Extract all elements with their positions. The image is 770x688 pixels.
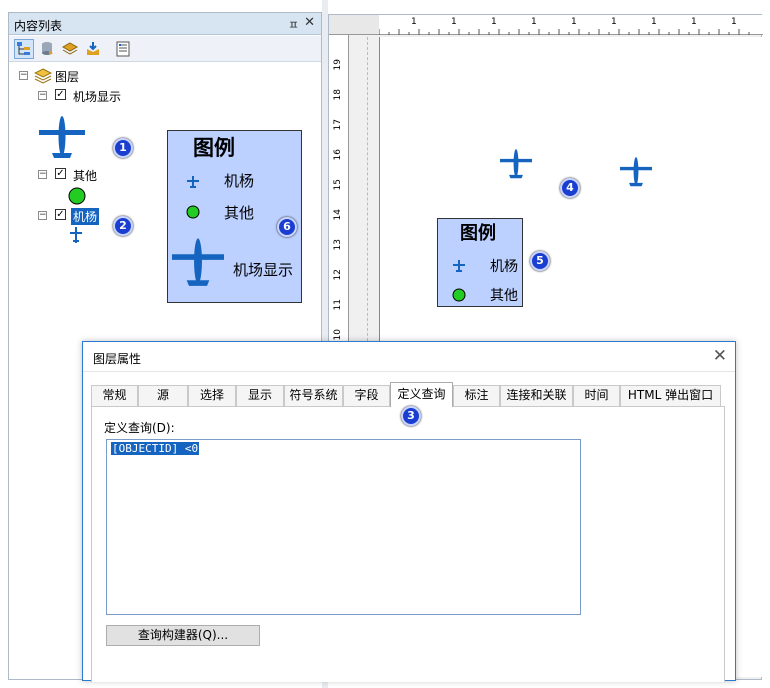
ruler-tick-label: 1 (611, 17, 617, 27)
legend-label: 机杨 (224, 172, 255, 190)
collapse-icon[interactable]: − (38, 169, 47, 179)
ruler-tick-label: 17 (333, 119, 343, 131)
layers-icon (33, 68, 53, 87)
dialog-title-bar[interactable]: 图层属性 ✕ (83, 342, 735, 372)
dialog-tabs: 常规 源 选择 显示 符号系统 字段 定义查询 标注 连接和关联 时间 HTML… (91, 382, 723, 407)
toc-tree: − 图层 − ✓ 机场显示 1 − ✓ 其他 − ✓ 机杨 2 图例 (9, 63, 321, 679)
green-circle-symbol (67, 186, 87, 209)
ruler-tick-label: 1 (411, 17, 417, 27)
legend-title: 图例 (460, 223, 496, 244)
definition-query-textarea[interactable]: [OBJECTID] <0 (106, 439, 581, 615)
legend-title: 图例 (193, 135, 235, 160)
small-airplane-icon (69, 226, 83, 247)
dialog-title: 图层属性 (93, 352, 142, 366)
tab-general[interactable]: 常规 (91, 385, 138, 406)
list-by-source-icon[interactable] (37, 39, 57, 59)
legend-box-toc: 图例 机杨 其他 机场显示 (167, 130, 302, 303)
list-by-drawing-order-icon[interactable] (14, 39, 34, 59)
callout-badge-6: 6 (277, 217, 297, 237)
airplane-icon (169, 235, 227, 290)
ruler-tick-label: 10 (333, 329, 343, 341)
horizontal-ruler: 1 1 1 1 1 1 1 1 1 (378, 15, 763, 35)
tab-joins-relates[interactable]: 连接和关联 (500, 385, 573, 406)
definition-query-panel: 定义查询(D): [OBJECTID] <0 查询构建器(Q)... (91, 406, 725, 682)
callout-badge-2: 2 (113, 216, 133, 236)
airplane-map-symbol (618, 155, 654, 190)
ruler-tick-label: 11 (333, 299, 343, 311)
layer-visibility-checkbox[interactable]: ✓ (55, 209, 66, 220)
ruler-tick-label: 18 (333, 89, 343, 101)
layers-root-label[interactable]: 图层 (55, 70, 80, 84)
callout-badge-3: 3 (401, 406, 421, 426)
collapse-icon[interactable]: − (38, 210, 47, 220)
layer-visibility-checkbox[interactable]: ✓ (55, 168, 66, 179)
layer-label-selected[interactable]: 机杨 (71, 208, 100, 225)
airplane-map-symbol (498, 147, 534, 182)
layer-visibility-checkbox[interactable]: ✓ (55, 89, 66, 100)
close-icon[interactable]: ✕ (712, 346, 727, 366)
ruler-tick-label: 16 (333, 149, 343, 161)
layer-properties-dialog: 图层属性 ✕ 常规 源 选择 显示 符号系统 字段 定义查询 标注 连接和关联 … (82, 341, 736, 682)
tab-time[interactable]: 时间 (573, 385, 620, 406)
ruler-corner (329, 15, 379, 35)
pin-icon[interactable]: ㅍ (287, 18, 299, 32)
tab-fields[interactable]: 字段 (343, 385, 390, 406)
tab-display[interactable]: 显示 (236, 385, 284, 406)
ruler-tick-label: 1 (451, 17, 457, 27)
list-by-selection-icon[interactable] (83, 39, 103, 59)
close-icon[interactable]: ✕ (304, 15, 315, 30)
query-builder-button[interactable]: 查询构建器(Q)... (106, 625, 260, 646)
list-by-visibility-icon[interactable] (60, 39, 80, 59)
legend-box-layout[interactable]: 图例 机杨 其他 (437, 218, 523, 307)
ruler-tick-label: 1 (731, 17, 737, 27)
collapse-icon[interactable]: − (19, 70, 28, 80)
ruler-tick-label: 13 (333, 239, 343, 251)
legend-label: 其他 (490, 288, 518, 304)
layer-label[interactable]: 机场显示 (73, 90, 122, 104)
ruler-tick-label: 12 (333, 269, 343, 281)
ruler-tick-label: 1 (691, 17, 697, 27)
layer-label[interactable]: 其他 (73, 169, 98, 183)
legend-label: 机场显示 (233, 261, 294, 279)
ruler-tick-label: 19 (333, 59, 343, 71)
toc-title: 内容列表 (14, 19, 63, 33)
tab-definition-query[interactable]: 定义查询 (390, 382, 453, 407)
toc-toolbar (9, 36, 321, 62)
callout-badge-4: 4 (560, 178, 580, 198)
collapse-icon[interactable]: − (38, 90, 47, 100)
options-icon[interactable] (113, 39, 133, 59)
toc-title-bar: 内容列表 ㅍ ✕ (9, 13, 321, 35)
tab-symbology[interactable]: 符号系统 (284, 385, 343, 406)
green-circle-symbol (186, 205, 200, 222)
small-airplane-icon (186, 175, 200, 192)
ruler-tick-label: 14 (333, 209, 343, 221)
ruler-tick-label: 1 (491, 17, 497, 27)
tab-source[interactable]: 源 (138, 385, 188, 406)
tab-labels[interactable]: 标注 (453, 385, 500, 406)
legend-label: 其他 (224, 204, 255, 222)
ruler-tick-label: 1 (531, 17, 537, 27)
legend-label: 机杨 (490, 259, 518, 275)
definition-query-text[interactable]: [OBJECTID] <0 (111, 442, 200, 455)
ruler-tick-label: 1 (651, 17, 657, 27)
ruler-tick-label: 1 (571, 17, 577, 27)
tab-html-popup[interactable]: HTML 弹出窗口 (620, 385, 721, 406)
definition-query-label: 定义查询(D): (104, 421, 175, 435)
callout-badge-1: 1 (113, 138, 133, 158)
callout-badge-5: 5 (530, 251, 550, 271)
green-circle-symbol (452, 288, 466, 305)
ruler-tick-label: 15 (333, 179, 343, 191)
airplane-icon (37, 113, 87, 162)
small-airplane-icon (452, 259, 466, 276)
tab-selection[interactable]: 选择 (188, 385, 236, 406)
